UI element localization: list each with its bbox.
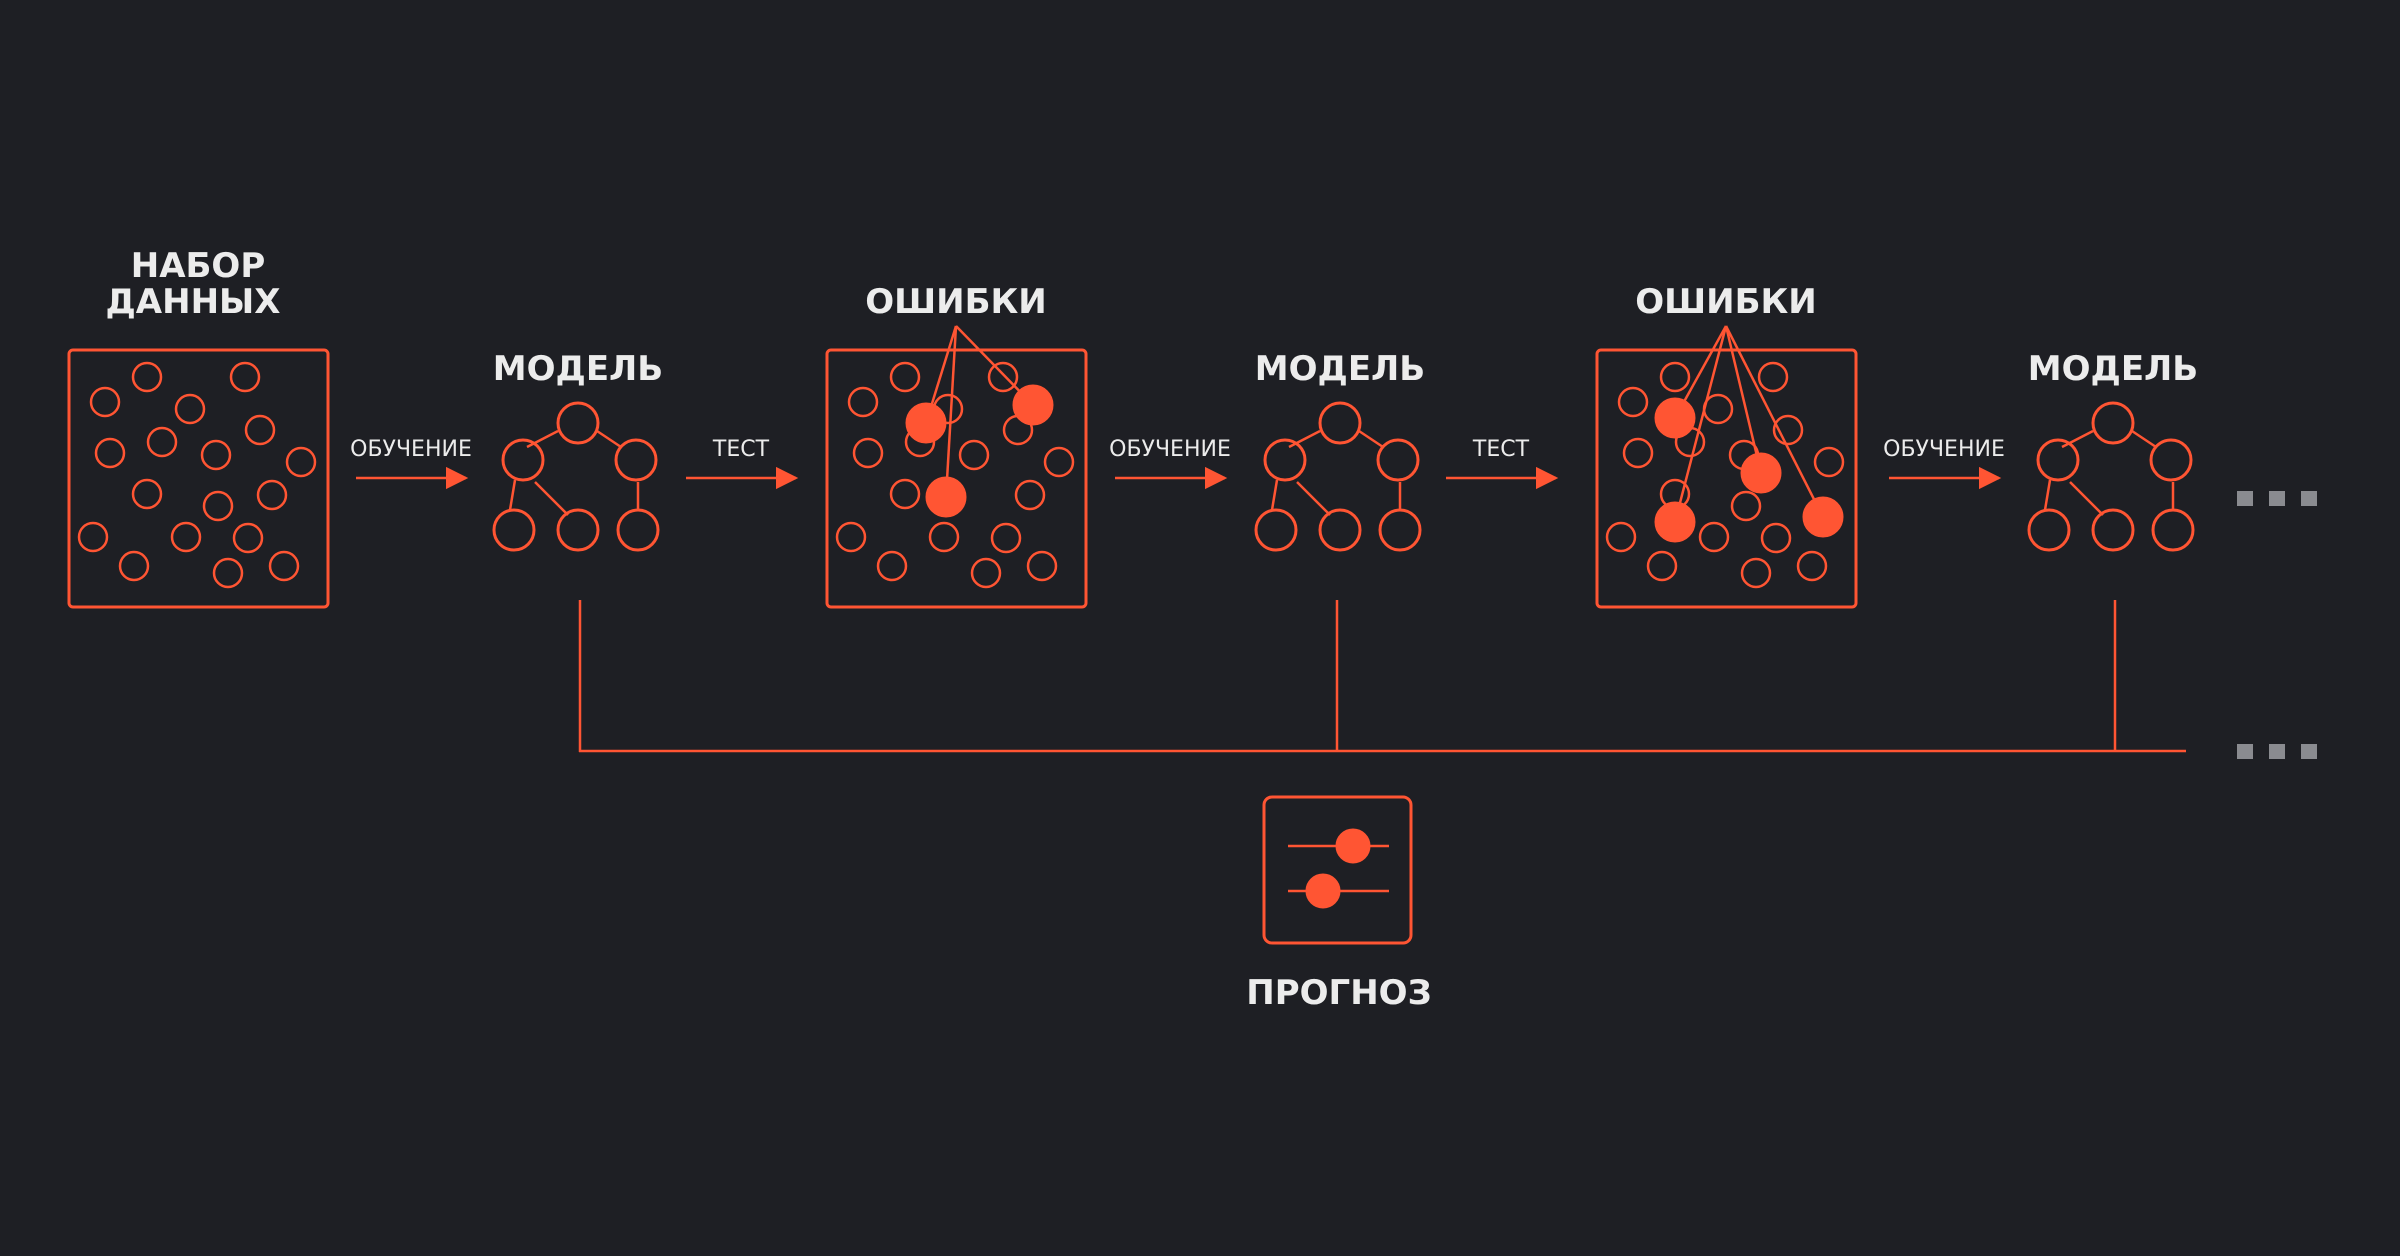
data-point [987,361,1019,393]
errors-points [835,361,1075,589]
data-point [170,521,202,553]
error-point [925,476,967,518]
data-point [89,386,121,418]
errors-frame [825,348,1088,609]
errors-title: ОШИБКИ [1635,282,1817,322]
dataset-title-line1: НАБОР [131,246,266,286]
data-point [200,439,232,471]
data-point [118,550,150,582]
data-point [229,361,261,393]
data-point [1646,550,1678,582]
data-point [958,439,990,471]
combination-bus [578,600,2186,753]
sliders-icon [1288,828,1389,909]
data-point [889,478,921,510]
data-point [1813,446,1845,478]
data-point [1622,437,1654,469]
edge-label-training: ОБУЧЕНИЕ [1883,437,2005,462]
error-point [1802,496,1844,538]
data-point [94,437,126,469]
edge-test-1: ТЕСТ [686,437,799,490]
dataset-frame [67,348,330,609]
edge-training-1: ОБУЧЕНИЕ [350,437,472,490]
forecast-title: ПРОГНОЗ [1246,973,1431,1013]
model-title: МОДЕЛЬ [493,349,663,389]
data-point [1757,361,1789,393]
dataset-node: НАБОР ДАННЫХ [67,246,330,609]
data-point [131,478,163,510]
data-point [847,386,879,418]
errors-node-2: ОШИБКИ [1595,282,1858,609]
data-point [268,550,300,582]
data-point [1605,521,1637,553]
data-point [970,557,1002,589]
edge-training-2: ОБУЧЕНИЕ [1109,437,1231,490]
errors-frame [1595,348,1858,609]
tree-icon [492,401,660,552]
data-point [1698,521,1730,553]
error-point [1654,501,1696,543]
errors-title: ОШИБКИ [865,282,1047,322]
error-point [1654,397,1696,439]
data-point [928,521,960,553]
data-point [1659,361,1691,393]
data-point [835,521,867,553]
model-title: МОДЕЛЬ [1255,349,1425,389]
error-point [1012,384,1054,426]
edge-label-test: ТЕСТ [712,437,770,462]
error-point [905,402,947,444]
data-point [1772,414,1804,446]
data-point [202,490,234,522]
edge-training-3: ОБУЧЕНИЕ [1883,437,2005,490]
edge-label-test: ТЕСТ [1472,437,1530,462]
tree-icon [1254,401,1422,552]
edge-test-2: ТЕСТ [1446,437,1559,490]
tree-icon [2027,401,2195,552]
edge-label-training: ОБУЧЕНИЕ [350,437,472,462]
data-point [1760,522,1792,554]
data-point [852,437,884,469]
edge-label-training: ОБУЧЕНИЕ [1109,437,1231,462]
data-point [256,479,288,511]
data-point [876,550,908,582]
error-point [1740,452,1782,494]
ellipsis-icon [2237,744,2317,759]
data-point [1730,490,1762,522]
data-point [244,414,276,446]
data-point [174,393,206,425]
model-node-2: МОДЕЛЬ [1254,349,1425,552]
data-point [1740,557,1772,589]
forecast-frame [1262,795,1413,945]
data-point [212,557,244,589]
data-point [1617,386,1649,418]
dataset-title-line2: ДАННЫХ [106,282,281,322]
dataset-points [77,361,317,589]
data-point [1043,446,1075,478]
model-node-1: МОДЕЛЬ [492,349,663,552]
error-pointers [1673,325,1825,523]
data-point [232,522,264,554]
errors-node-1: ОШИБКИ [825,282,1088,609]
data-point [77,521,109,553]
data-point [990,522,1022,554]
data-point [131,361,163,393]
data-point [1796,550,1828,582]
model-title: МОДЕЛЬ [2028,349,2198,389]
errors-points [1605,361,1845,589]
data-point [889,361,921,393]
data-point [146,426,178,458]
data-point [1014,479,1046,511]
ellipsis-icon [2237,491,2317,506]
forecast-node: ПРОГНОЗ [1246,795,1432,1013]
data-point [285,446,317,478]
model-node-3: МОДЕЛЬ [2027,349,2198,552]
data-point [1026,550,1058,582]
